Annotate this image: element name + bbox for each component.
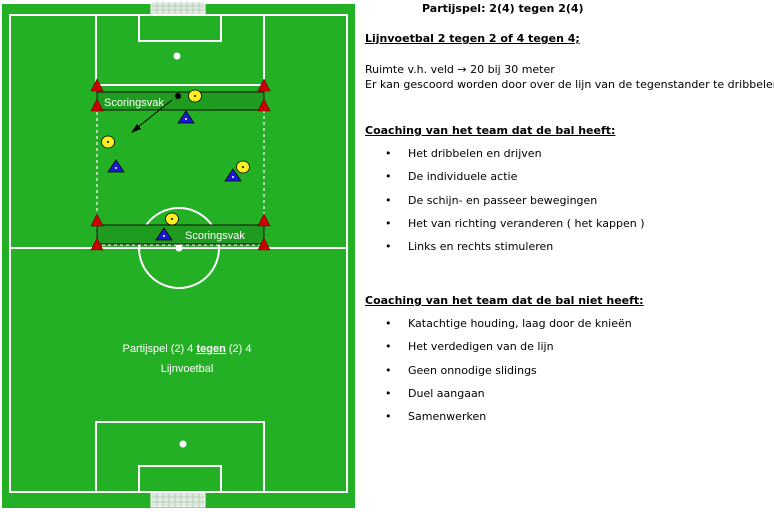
list-item: • Het dribbelen en drijven [365,147,645,170]
list-item: • Duel aangaan [365,387,632,410]
cones [90,78,271,251]
player-mark [185,118,187,120]
page-title: Partijspel: 2(4) tegen 2(4) [422,2,584,15]
blue-player [107,159,125,173]
bottom-penalty-spot [179,440,187,448]
player-mark [163,235,165,237]
player-mark [115,167,117,169]
pitch-title-prefix: Partijspel (2) 4 [122,343,196,355]
coaching-with-ball-list: • Het dribbelen en drijven • De individuel… [365,147,645,263]
list-item: • Geen onnodige slidings [365,364,632,387]
list-item-text: Links en rechts stimuleren [408,240,554,254]
top-goal-net [150,1,206,16]
cone [257,98,271,112]
blue-player [177,110,195,124]
player-mark [171,218,173,220]
list-item: • Het verdedigen van de lijn [365,340,632,363]
player-mark [242,166,244,168]
list-item: • Links en rechts stimuleren [365,240,645,263]
scoring-zone-bottom-label: Scoringsvak [185,230,245,242]
playing-area [96,84,265,246]
bullet-icon: • [385,147,392,160]
blue-player [155,227,173,241]
list-item: • De individuele actie [365,170,645,193]
bullet-icon: • [385,410,392,424]
list-item-text: Het dribbelen en drijven [408,147,542,160]
notes-panel: Partijspel: 2(4) tegen 2(4) Lijnvoetbal … [365,0,774,512]
top-goal-area [138,14,222,42]
bottom-goal-area [138,465,222,493]
bullet-icon: • [385,317,392,330]
list-item-text: De individuele actie [408,170,518,184]
pitch-subtitle: Lijnvoetbal [161,363,214,375]
list-item-text: De schijn- en passeer bewegingen [408,193,598,207]
list-item: • Katachtige houding, laag door de knieën [365,317,632,340]
score-line: Er kan gescoord worden door over de lijn… [365,78,774,91]
pass-arrow [132,99,173,132]
list-item-text: Het verdedigen van de lijn [408,340,554,354]
player-mark [232,176,234,178]
bottom-goal-net [150,491,206,508]
player-mark [194,95,196,97]
cone [90,78,104,92]
list-item-text: Geen onnodige slidings [408,363,537,377]
list-item-text: Katachtige houding, laag door de knieën [408,317,632,330]
coaching-without-ball-list: • Katachtige houding, laag door de knieën… [365,317,632,433]
top-penalty-spot [173,52,181,60]
pitch-title: Partijspel (2) 4 tegen (2) 4 [122,343,251,355]
bullet-icon: • [385,216,392,230]
list-item-text: Samenwerken [408,410,487,424]
center-circle [138,207,220,289]
pitch-svg: Scoringsvak Scoringsvak [0,0,357,512]
ball [175,93,181,99]
space-line: Ruimte v.h. veld → 20 bij 30 meter [365,63,555,76]
cone [257,237,271,251]
blue-player-marks [115,118,234,237]
center-spot [175,244,183,252]
list-item: • De schijn- en passeer bewegingen [365,194,645,217]
cone [90,237,104,251]
coaching-with-ball-heading: Coaching van het team dat de bal heeft: [365,124,616,137]
pitch-diagram: Scoringsvak Scoringsvak [0,0,357,512]
list-item: • Het van richting veranderen ( het kappe… [365,217,645,240]
pass-arrowhead [131,124,141,133]
pitch-grass [2,4,355,508]
list-item-text: Duel aangaan [408,386,485,400]
bullet-icon: • [385,363,392,377]
blue-team [107,110,242,241]
list-item-text: Het van richting veranderen ( het kappen… [408,216,645,230]
cone [90,98,104,112]
coaching-without-ball-heading: Coaching van het team dat de bal niet he… [365,294,644,307]
cone [257,213,271,227]
list-item: • Samenwerken [365,410,632,433]
bullet-icon: • [385,170,392,184]
yellow-team [101,89,250,226]
subtitle: Lijnvoetbal 2 tegen 2 of 4 tegen 4; [365,32,580,45]
yellow-player-marks [107,95,244,220]
pitch-title-emph: tegen [196,343,226,355]
cone [90,213,104,227]
bullet-icon: • [385,240,392,254]
scoring-zone-top-label: Scoringsvak [104,97,164,109]
blue-player [224,168,242,182]
pitch-title-suffix: (2) 4 [226,343,252,355]
bullet-icon: • [385,386,392,400]
scoring-zone-bottom [96,224,265,245]
bullet-icon: • [385,340,392,354]
player-mark [107,141,109,143]
cone [257,78,271,92]
bullet-icon: • [385,193,392,207]
